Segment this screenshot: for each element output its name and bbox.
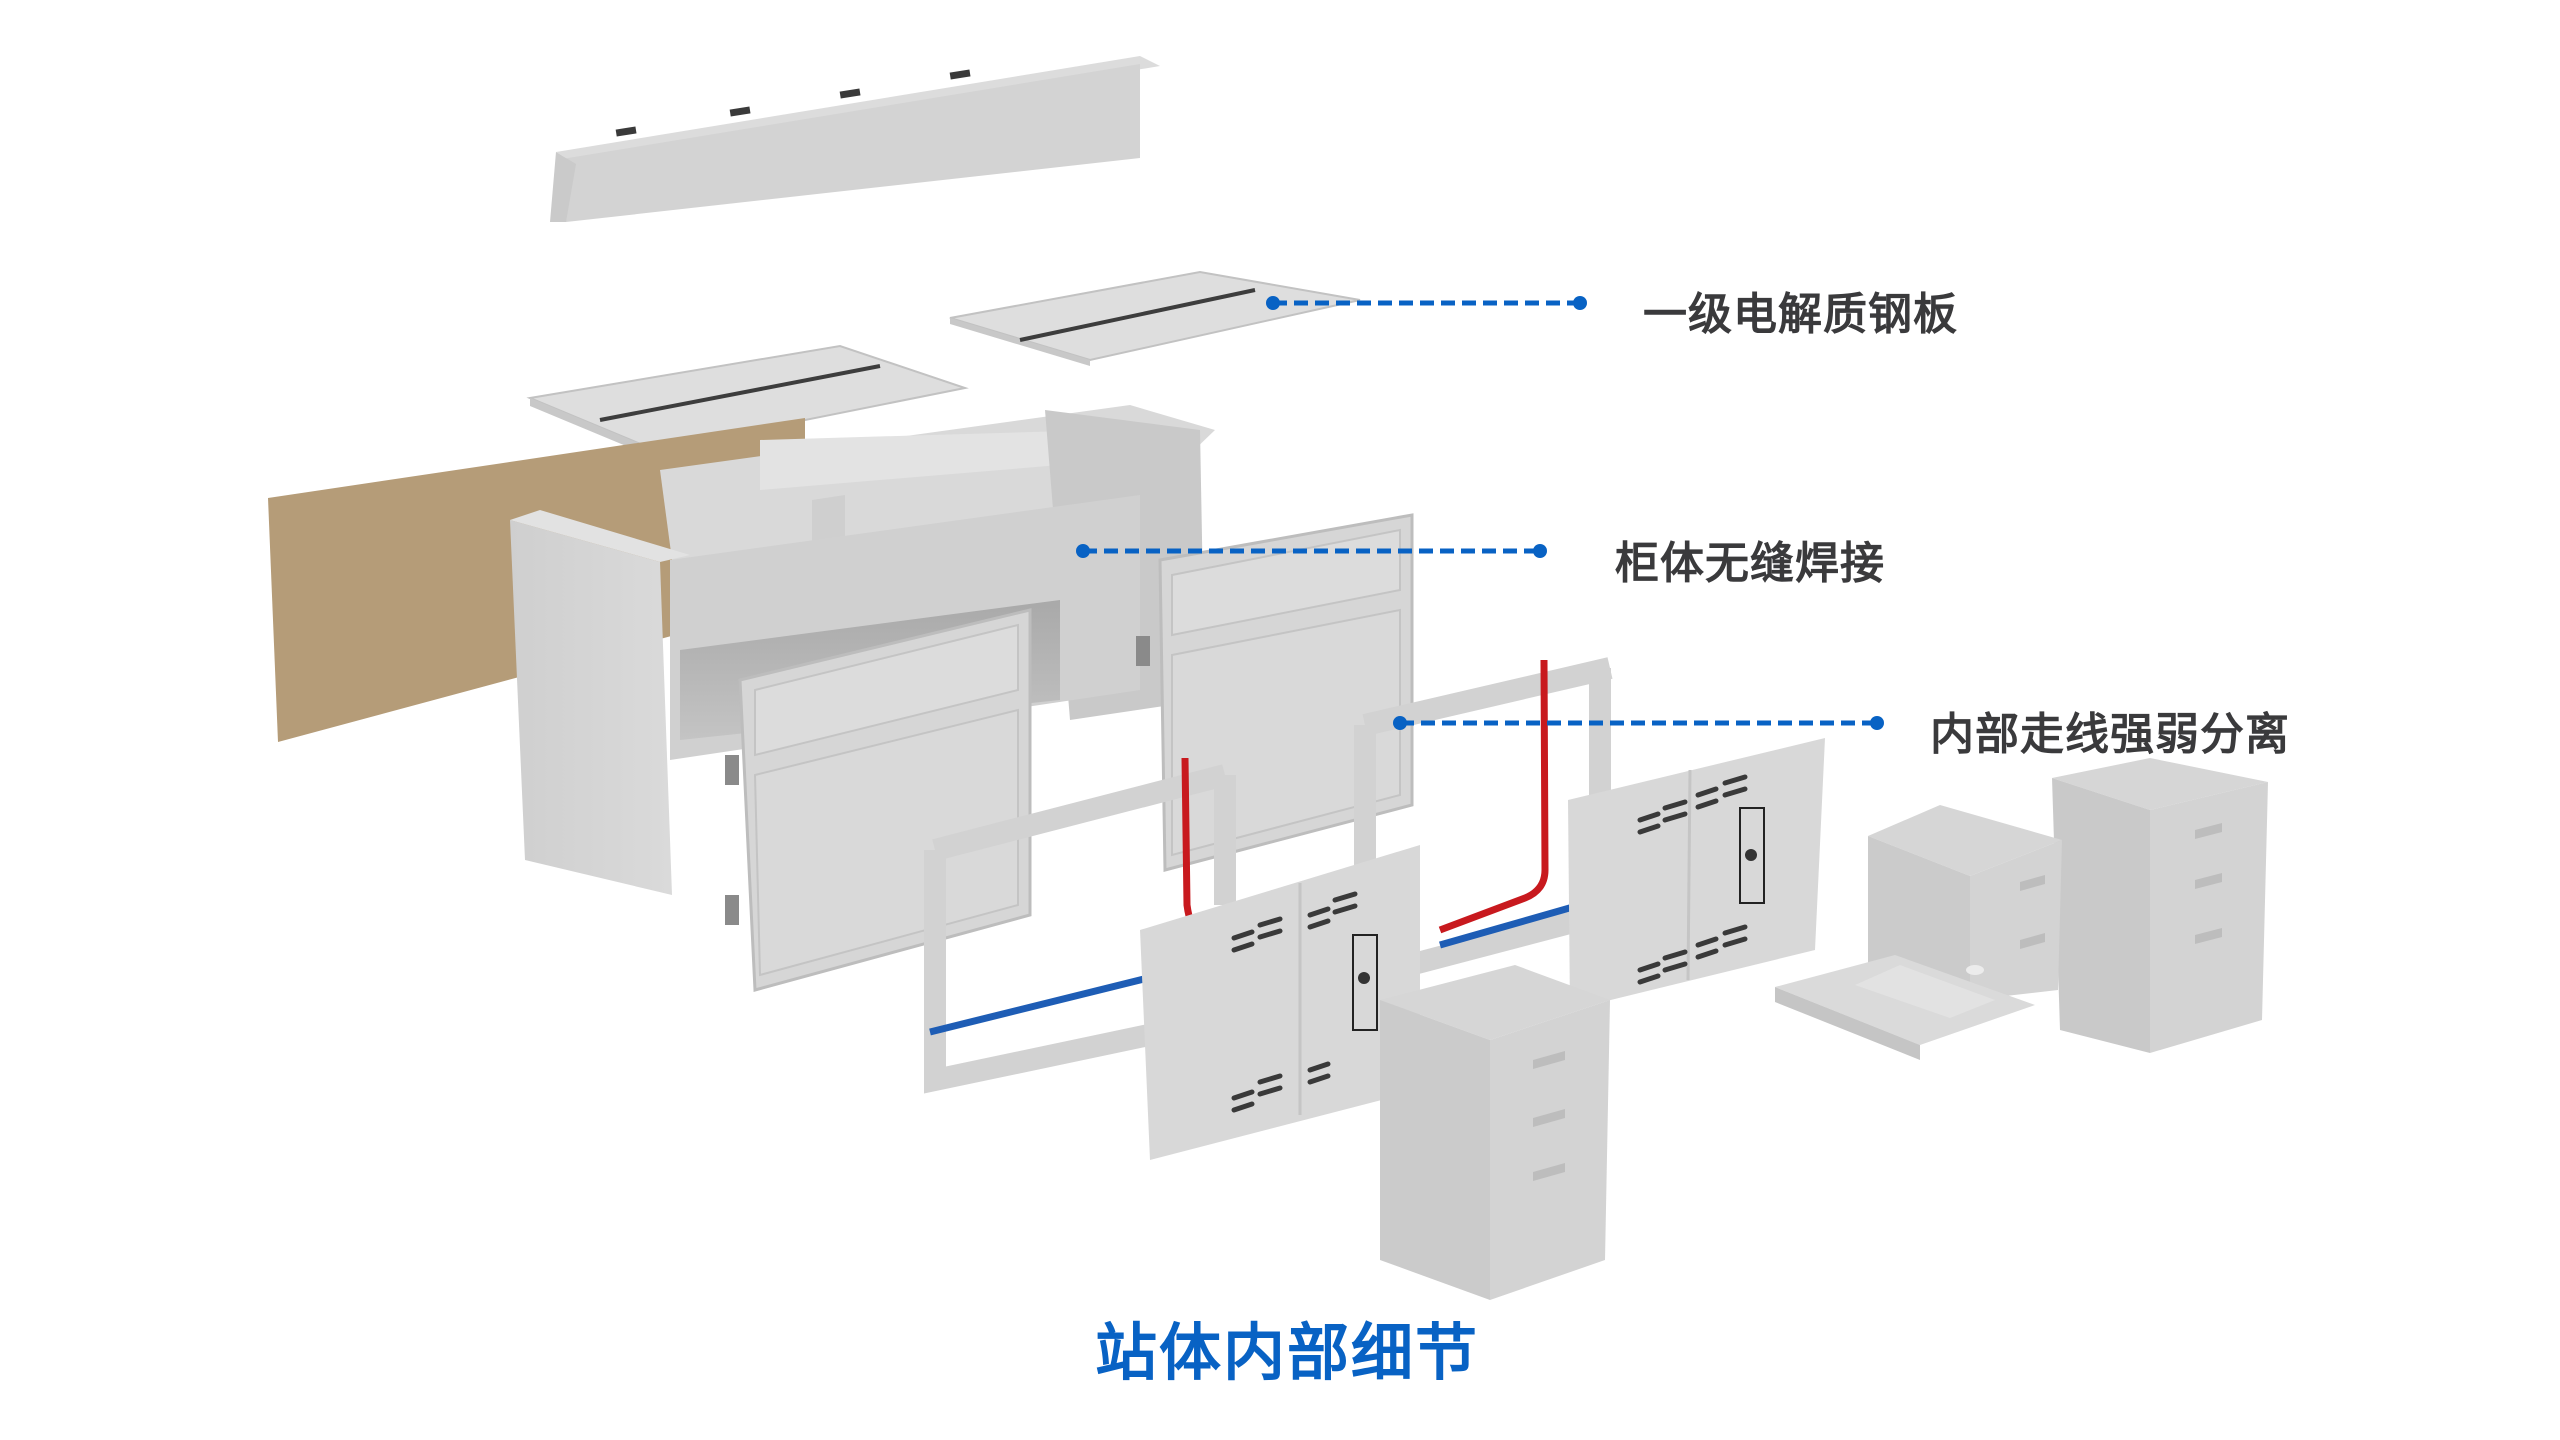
strong-current-cable-right (1438, 659, 1549, 934)
mouse-icon (1966, 965, 1984, 975)
front-door-left (725, 608, 1032, 992)
access-door (1352, 934, 1378, 1031)
weak-current-cable (929, 901, 1581, 1036)
drawer-handles (1533, 1051, 1565, 1181)
callout-line-seamless-weld (1076, 544, 1547, 558)
vented-side-panel-left (1140, 845, 1420, 1160)
cable-hole-icon (615, 69, 971, 137)
callout-label-seamless-weld: 柜体无缝焊接 (1615, 538, 1885, 589)
vented-side-panel-right (1568, 738, 1825, 1010)
diagram-caption: 站体内部细节 (1095, 1316, 1480, 1389)
callout-label-wiring-separation: 内部走线强弱分离 (1930, 709, 2290, 760)
keyboard-icon (1855, 965, 1995, 1018)
callout-line-steel-plate (1266, 296, 1587, 310)
drawer-pedestal-front (1380, 965, 1610, 1300)
wiring-frame-left (924, 764, 1236, 1094)
lock-icon (1358, 972, 1370, 984)
callout-line-wiring-separation (1393, 716, 1884, 730)
callout-label-steel-plate: 一级电解质钢板 (1643, 289, 1958, 340)
drawer-pedestal-rear (2052, 758, 2268, 1053)
vent-slots (1637, 774, 1748, 985)
drawer-handles (2195, 823, 2222, 944)
access-door (1739, 807, 1765, 904)
keyboard-tray-unit (1775, 805, 2062, 1060)
steel-plate-left (526, 344, 969, 458)
top-cable-tray (550, 56, 1160, 222)
vent-slots (1231, 891, 1358, 1113)
steel-plate-right (949, 270, 1361, 366)
lock-icon (1745, 849, 1757, 861)
